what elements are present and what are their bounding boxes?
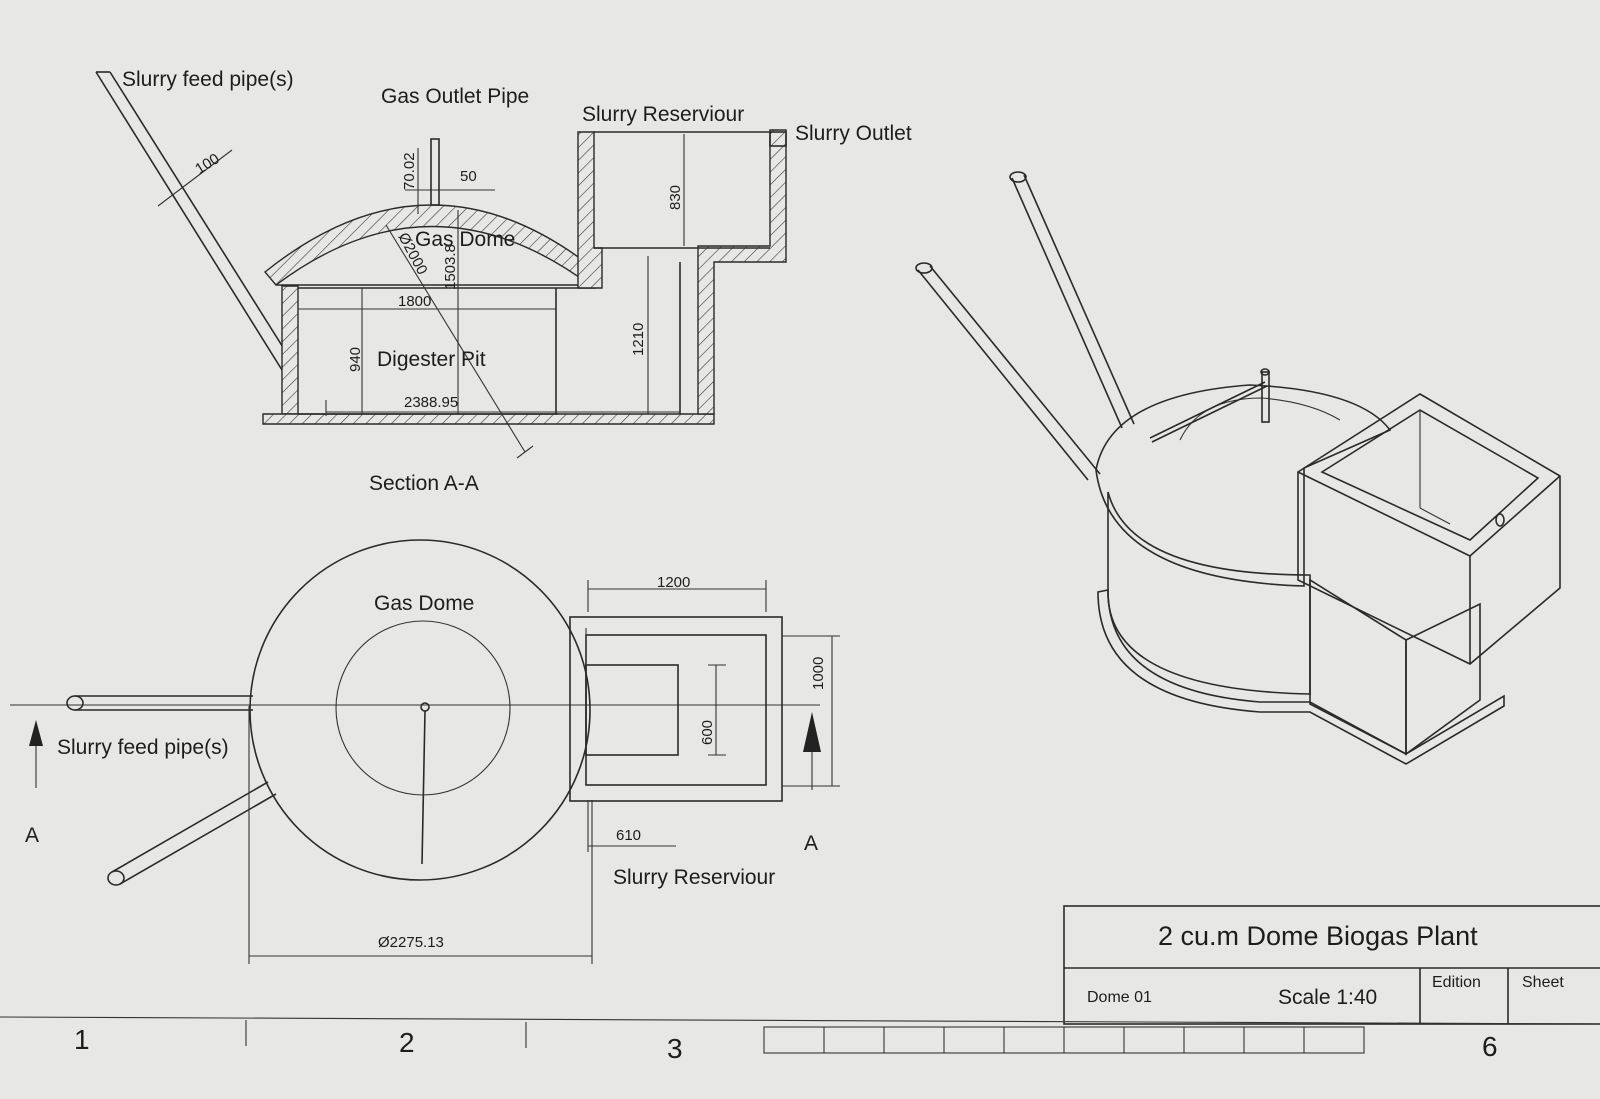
zone-3: 3: [667, 1033, 683, 1064]
section-view: 100 Slurry feed pipe(s) 70.02 50 Gas Out…: [95, 68, 912, 495]
zone-2: 2: [399, 1027, 415, 1058]
dim-base-width: 2388.95: [404, 394, 458, 411]
iso-reservoir-box: [1297, 393, 1561, 665]
iso-base-plate: [1097, 589, 1505, 765]
section-mark-left: A: [25, 824, 39, 847]
dim-offset: 610: [616, 827, 641, 844]
iso-gas-outlet: [1261, 371, 1270, 423]
title-block-scale: Scale 1:40: [1278, 986, 1377, 1009]
label-slurry-reservoir-section: Slurry Reserviour: [582, 103, 744, 126]
dim-pipe-dia: 100: [192, 150, 222, 178]
dim-reservoir-height: 1210: [630, 323, 647, 356]
plan-reservoir-opening: [585, 664, 679, 756]
label-slurry-reservoir-plan: Slurry Reserviour: [613, 866, 775, 889]
label-gas-dome-section: Gas Dome: [415, 228, 515, 251]
title-block: 2 cu.m Dome Biogas Plant Dome 01 Scale 1…: [1063, 905, 1600, 1025]
dim-reservoir-width: 1200: [657, 574, 690, 591]
dim-reservoir-depth-plan: 1000: [810, 657, 827, 690]
dim-reservoir-depth: 830: [667, 185, 684, 210]
dim-overall-dia: Ø2275.13: [378, 934, 444, 951]
label-section-caption: Section A-A: [369, 472, 479, 495]
section-arrow-right: [803, 712, 821, 752]
plan-view: Gas Dome Slurry feed pipe(s) A A 1200: [10, 539, 840, 964]
plan-feed-pipes: [66, 695, 277, 886]
plan-reservoir-outer: [569, 616, 783, 802]
plan-dome-inner: [335, 620, 511, 796]
gas-outlet-pipe-section: [405, 138, 495, 214]
dim-dome-height: 1503.8: [442, 244, 459, 290]
zone-6: 6: [1482, 1031, 1498, 1062]
label-digester-pit: Digester Pit: [377, 348, 486, 371]
section-feed-pipe: [95, 71, 297, 371]
title-block-title: 2 cu.m Dome Biogas Plant: [1158, 921, 1478, 951]
label-slurry-feed-pipes-plan: Slurry feed pipe(s): [57, 736, 229, 759]
dim-pit-depth: 940: [347, 347, 364, 372]
iso-dome-cap: [1095, 384, 1392, 587]
border-zones: 1 2 3 6: [0, 1016, 1600, 1064]
section-mark-right: A: [804, 832, 818, 855]
dim-outlet-dia: 50: [460, 168, 477, 185]
dim-opening: 600: [699, 720, 716, 745]
isometric-view: [915, 171, 1561, 765]
iso-digester-cylinder: [1107, 491, 1311, 695]
label-slurry-feed-pipes-section: Slurry feed pipe(s): [122, 68, 294, 91]
title-block-drawing-id: Dome 01: [1087, 989, 1152, 1006]
dim-dome-radial-line: [385, 224, 526, 453]
label-gas-dome-plan: Gas Dome: [374, 592, 474, 615]
dim-pit-width: 1800: [398, 293, 431, 310]
dim-outlet-height: 70.02: [401, 152, 418, 190]
plan-dome-outer: [249, 539, 591, 881]
section-arrow-left: [29, 720, 43, 746]
label-gas-outlet-pipe: Gas Outlet Pipe: [381, 85, 529, 108]
digester-base: [262, 413, 715, 425]
title-block-edition: Edition: [1432, 974, 1481, 991]
digester-wall-left: [281, 285, 299, 415]
slurry-outlet-port: [769, 131, 787, 147]
label-slurry-outlet: Slurry Outlet: [795, 122, 912, 145]
plan-reservoir-inner: [585, 634, 767, 786]
title-block-sheet: Sheet: [1522, 974, 1564, 991]
zone-1: 1: [74, 1024, 90, 1055]
reservoir-wall-right: [697, 129, 787, 415]
reservoir-wall-left: [577, 131, 603, 289]
